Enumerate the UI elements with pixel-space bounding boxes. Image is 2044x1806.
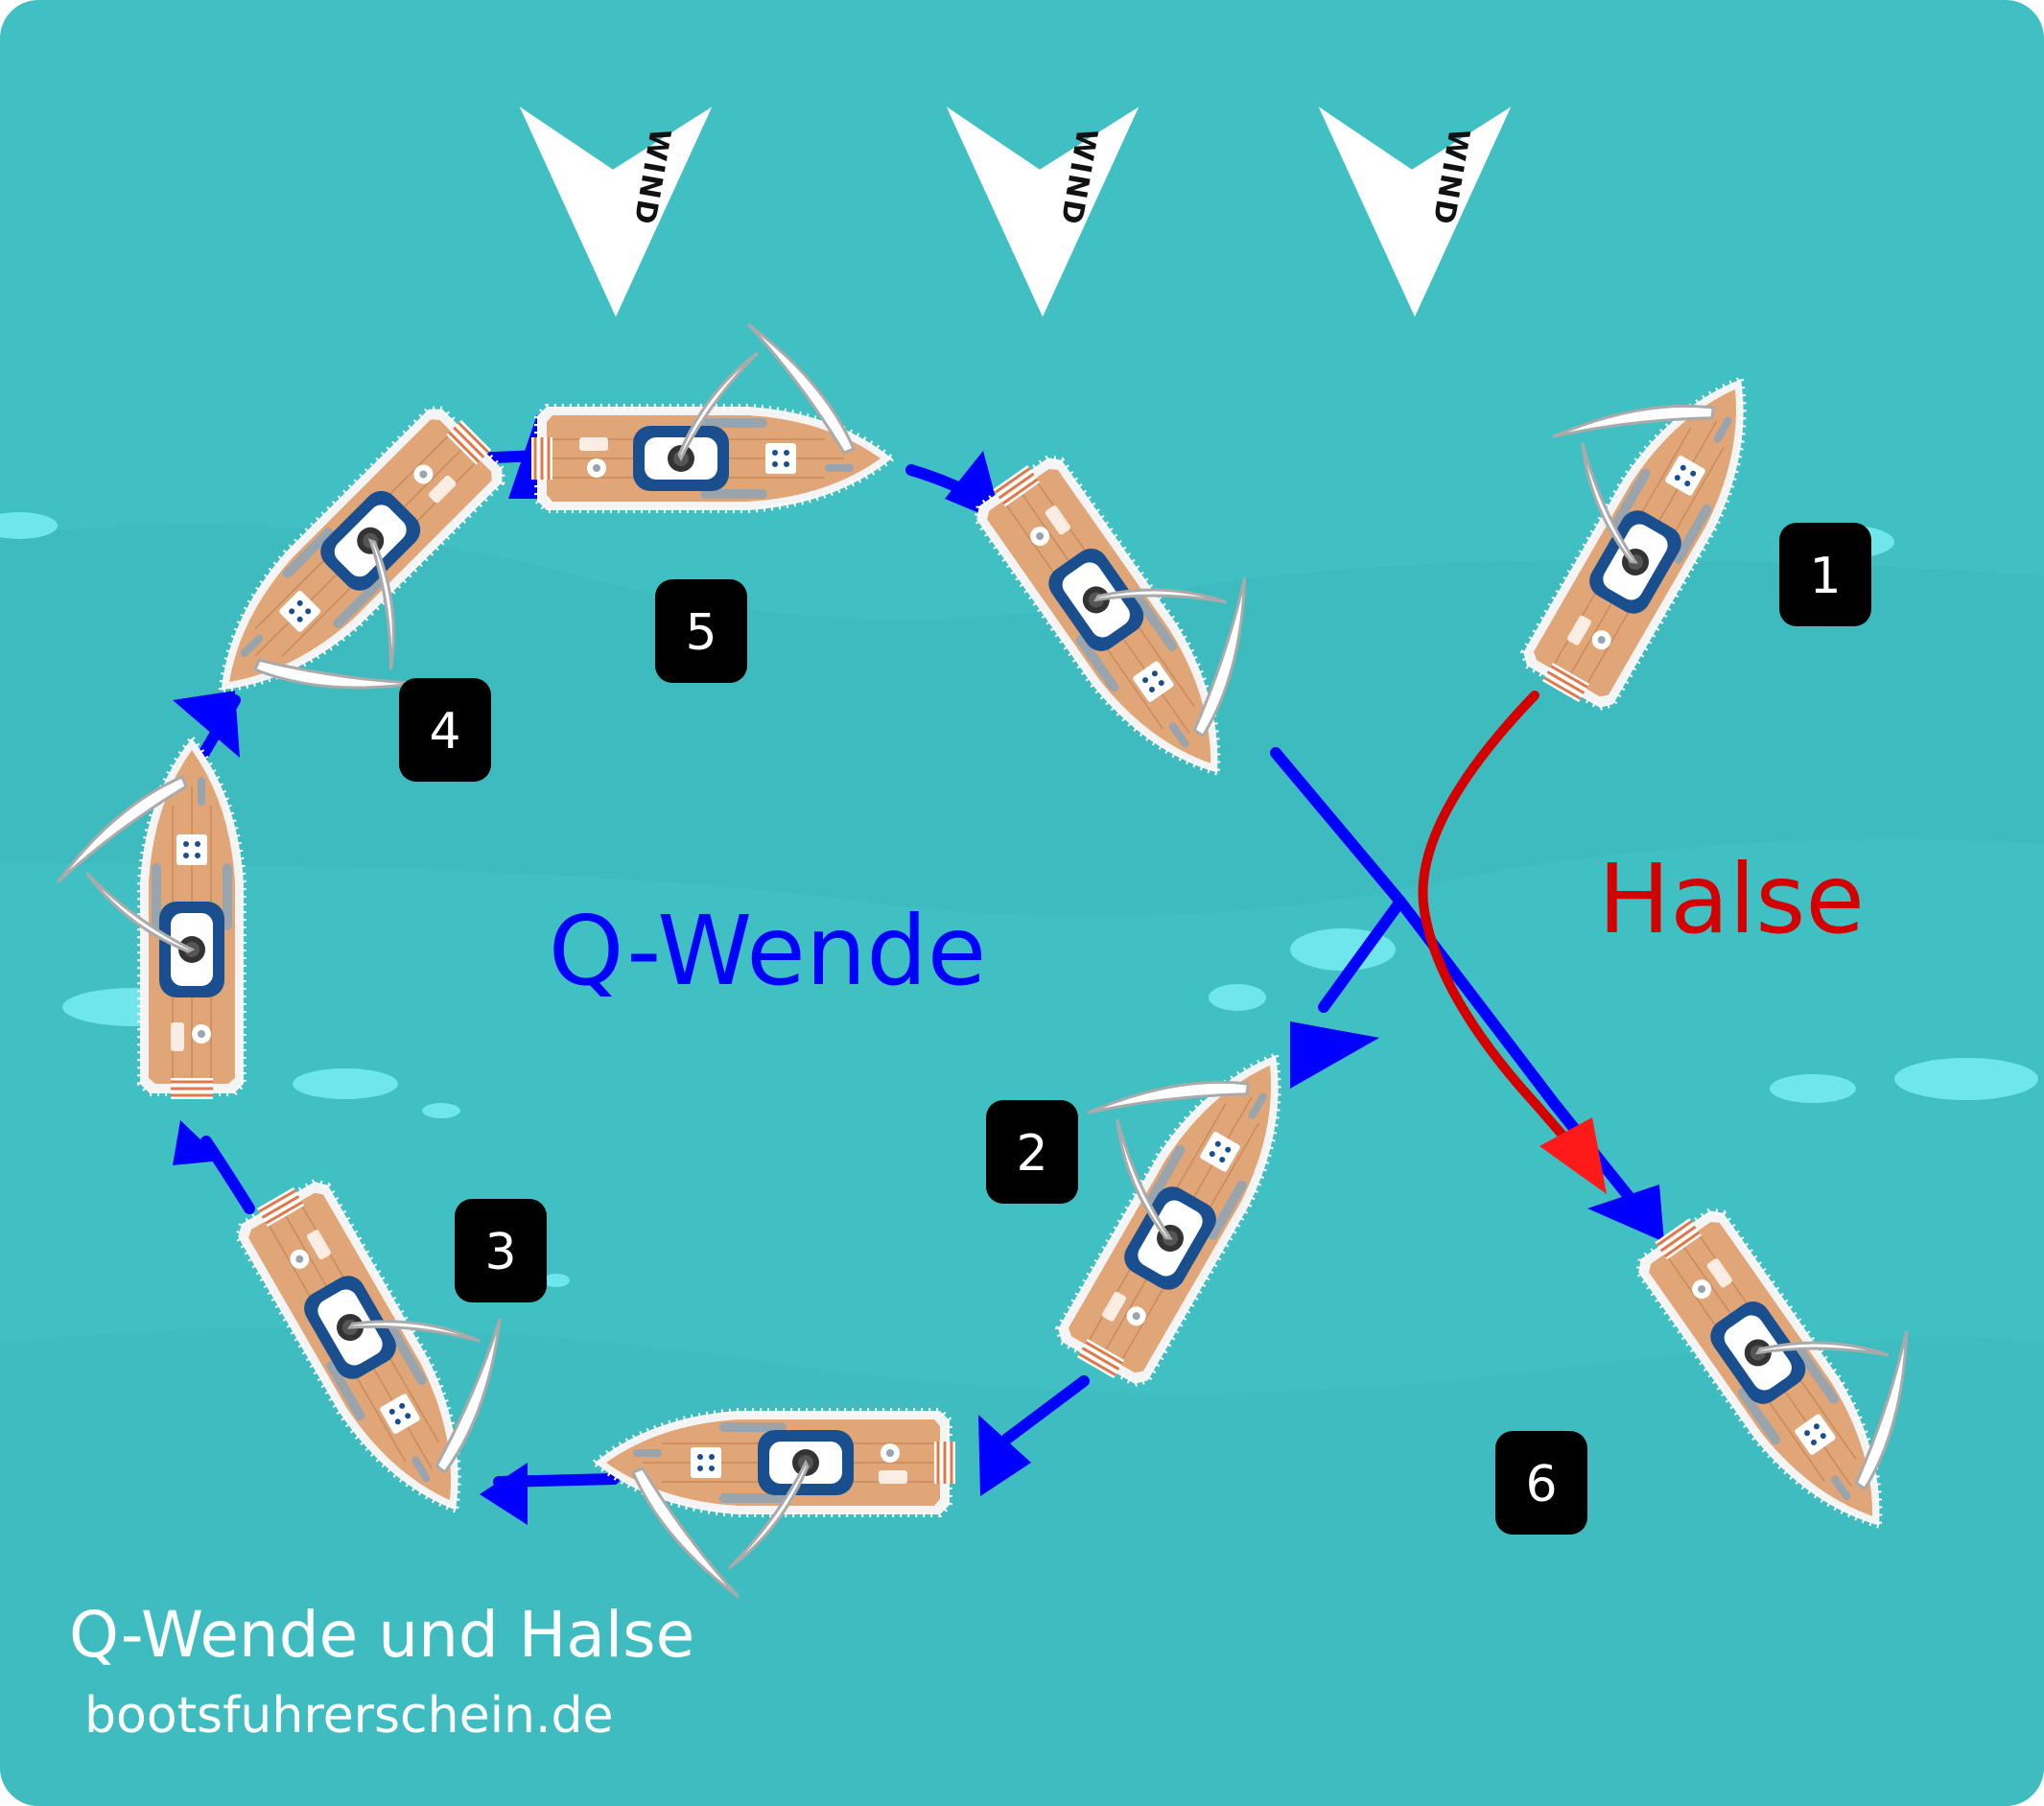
svg-text:3: 3 <box>484 1224 516 1281</box>
step-badge-3: 3 <box>455 1199 547 1302</box>
svg-text:5: 5 <box>685 604 717 662</box>
step-badge-2: 2 <box>986 1100 1078 1204</box>
step-badge-4: 4 <box>399 678 491 782</box>
halse-path <box>1418 691 1607 1194</box>
step-badge-1: 1 <box>1779 523 1871 626</box>
wave-band-upper <box>0 524 2044 917</box>
step-badge-6: 6 <box>1495 1431 1587 1535</box>
footer-title: Q-Wende und Halse <box>69 1598 694 1672</box>
svg-text:1: 1 <box>1809 548 1841 605</box>
svg-text:4: 4 <box>429 703 460 761</box>
wende-label: Q-Wende <box>549 895 986 1007</box>
svg-text:2: 2 <box>1016 1125 1047 1183</box>
step-badge-5: 5 <box>655 579 747 683</box>
footer-url: bootsfuhrerschein.de <box>84 1687 614 1745</box>
svg-text:6: 6 <box>1525 1456 1557 1513</box>
halse-label: Halse <box>1598 843 1865 955</box>
